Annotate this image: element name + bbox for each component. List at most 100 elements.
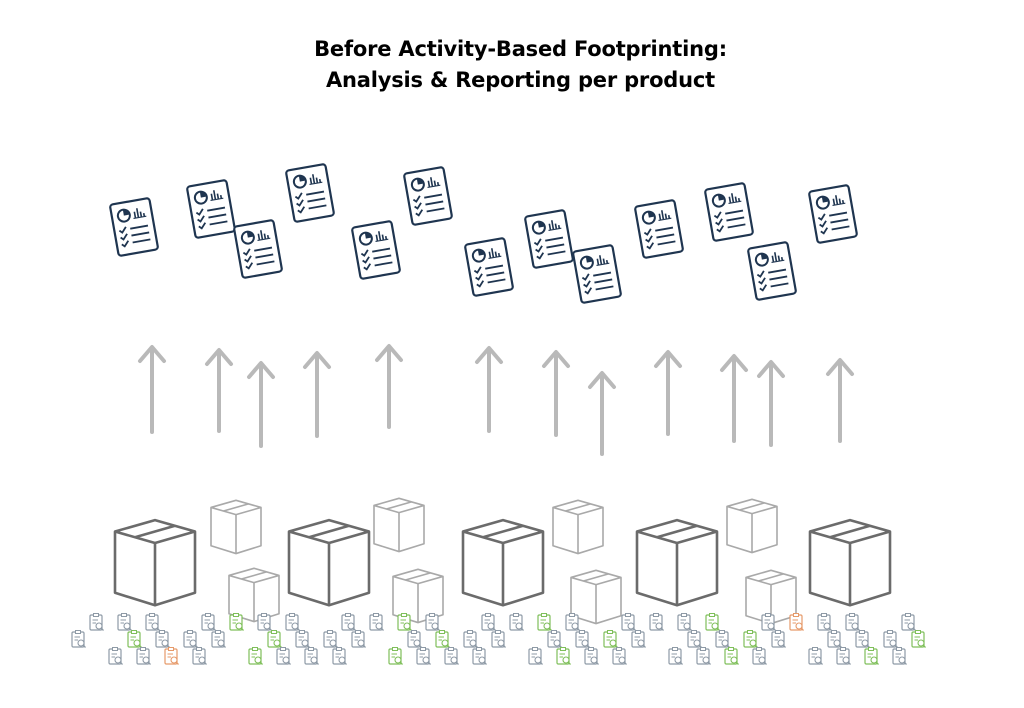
clipboard-search-icon bbox=[89, 613, 104, 631]
title-line-2: Analysis & Reporting per product bbox=[326, 68, 715, 92]
clipboard-search-icon bbox=[285, 613, 300, 631]
report-document-icon bbox=[808, 184, 858, 244]
clipboard-search-icon bbox=[537, 613, 552, 631]
arrow-up-icon bbox=[826, 358, 854, 443]
clipboard-search-icon bbox=[407, 630, 422, 648]
arrow-up-icon bbox=[588, 371, 616, 456]
clipboard-search-icon bbox=[425, 613, 440, 631]
clipboard-search-icon bbox=[463, 630, 478, 648]
report-document-icon bbox=[634, 199, 684, 259]
clipboard-search-icon bbox=[164, 647, 179, 665]
clipboard-search-icon bbox=[789, 613, 804, 631]
box-icon bbox=[461, 518, 545, 607]
clipboard-search-icon bbox=[752, 647, 767, 665]
box-icon bbox=[113, 518, 197, 607]
clipboard-search-icon bbox=[836, 647, 851, 665]
clipboard-search-icon bbox=[724, 647, 739, 665]
clipboard-search-icon bbox=[687, 630, 702, 648]
clipboard-search-icon bbox=[771, 630, 786, 648]
arrow-up-icon bbox=[654, 350, 682, 436]
clipboard-search-icon bbox=[435, 630, 450, 648]
clipboard-search-icon bbox=[864, 647, 879, 665]
arrow-up-icon bbox=[720, 354, 748, 443]
report-document-icon bbox=[704, 182, 754, 242]
clipboard-search-icon bbox=[183, 630, 198, 648]
clipboard-search-icon bbox=[565, 613, 580, 631]
clipboard-search-icon bbox=[584, 647, 599, 665]
clipboard-search-icon bbox=[649, 613, 664, 631]
clipboard-search-icon bbox=[257, 613, 272, 631]
box-icon bbox=[210, 499, 262, 555]
clipboard-search-icon bbox=[817, 613, 832, 631]
clipboard-search-icon bbox=[201, 613, 216, 631]
clipboard-search-icon bbox=[108, 647, 123, 665]
box-icon bbox=[570, 569, 622, 625]
clipboard-search-icon bbox=[696, 647, 711, 665]
clipboard-search-icon bbox=[192, 647, 207, 665]
clipboard-search-icon bbox=[603, 630, 618, 648]
clipboard-search-icon bbox=[127, 630, 142, 648]
box-icon bbox=[373, 497, 425, 553]
clipboard-search-icon bbox=[388, 647, 403, 665]
clipboard-search-icon bbox=[295, 630, 310, 648]
clipboard-search-icon bbox=[341, 613, 356, 631]
clipboard-search-icon bbox=[715, 630, 730, 648]
clipboard-search-icon bbox=[621, 613, 636, 631]
clipboard-search-icon bbox=[369, 613, 384, 631]
clipboard-search-icon bbox=[444, 647, 459, 665]
clipboard-search-icon bbox=[136, 647, 151, 665]
report-document-icon bbox=[524, 209, 574, 269]
clipboard-search-icon bbox=[332, 647, 347, 665]
box-icon bbox=[228, 567, 280, 623]
box-icon bbox=[552, 499, 604, 555]
clipboard-search-icon bbox=[901, 613, 916, 631]
arrow-up-icon bbox=[475, 346, 503, 433]
clipboard-search-icon bbox=[855, 630, 870, 648]
clipboard-search-icon bbox=[323, 630, 338, 648]
arrow-up-icon bbox=[303, 351, 331, 438]
box-icon bbox=[726, 498, 778, 554]
clipboard-search-icon bbox=[631, 630, 646, 648]
arrow-up-icon bbox=[542, 350, 570, 437]
clipboard-search-icon bbox=[668, 647, 683, 665]
report-document-icon bbox=[233, 219, 283, 279]
clipboard-search-icon bbox=[612, 647, 627, 665]
clipboard-search-icon bbox=[481, 613, 496, 631]
clipboard-search-icon bbox=[117, 613, 132, 631]
clipboard-search-icon bbox=[276, 647, 291, 665]
clipboard-search-icon bbox=[575, 630, 590, 648]
clipboard-search-icon bbox=[677, 613, 692, 631]
title-line-1: Before Activity-Based Footprinting: bbox=[314, 37, 727, 61]
box-icon bbox=[287, 518, 371, 607]
clipboard-search-icon bbox=[267, 630, 282, 648]
arrow-up-icon bbox=[247, 361, 275, 448]
box-icon bbox=[635, 518, 719, 607]
clipboard-search-icon bbox=[827, 630, 842, 648]
clipboard-search-icon bbox=[761, 613, 776, 631]
report-document-icon bbox=[351, 220, 401, 280]
arrow-up-icon bbox=[375, 344, 403, 429]
clipboard-search-icon bbox=[397, 613, 412, 631]
clipboard-search-icon bbox=[892, 647, 907, 665]
arrow-up-icon bbox=[757, 360, 785, 447]
arrow-up-icon bbox=[205, 348, 233, 433]
boxes-layer bbox=[113, 497, 892, 625]
report-document-icon bbox=[572, 244, 622, 304]
diagram-title: Before Activity-Based Footprinting: Anal… bbox=[0, 34, 1024, 96]
clipboard-search-icon bbox=[71, 630, 86, 648]
clipboard-search-icon bbox=[229, 613, 244, 631]
clipboard-search-icon bbox=[845, 613, 860, 631]
report-document-icon bbox=[403, 166, 453, 226]
clipboard-search-icon bbox=[883, 630, 898, 648]
report-document-icon bbox=[464, 237, 514, 297]
clipboard-search-icon bbox=[211, 630, 226, 648]
clipboard-search-icon bbox=[509, 613, 524, 631]
clipboard-search-icon bbox=[155, 630, 170, 648]
box-icon bbox=[392, 568, 444, 624]
reports-layer bbox=[109, 163, 858, 304]
report-document-icon bbox=[186, 179, 236, 239]
report-document-icon bbox=[285, 163, 335, 223]
report-document-icon bbox=[109, 197, 159, 257]
arrows-layer bbox=[138, 344, 854, 456]
clipboard-search-icon bbox=[248, 647, 263, 665]
